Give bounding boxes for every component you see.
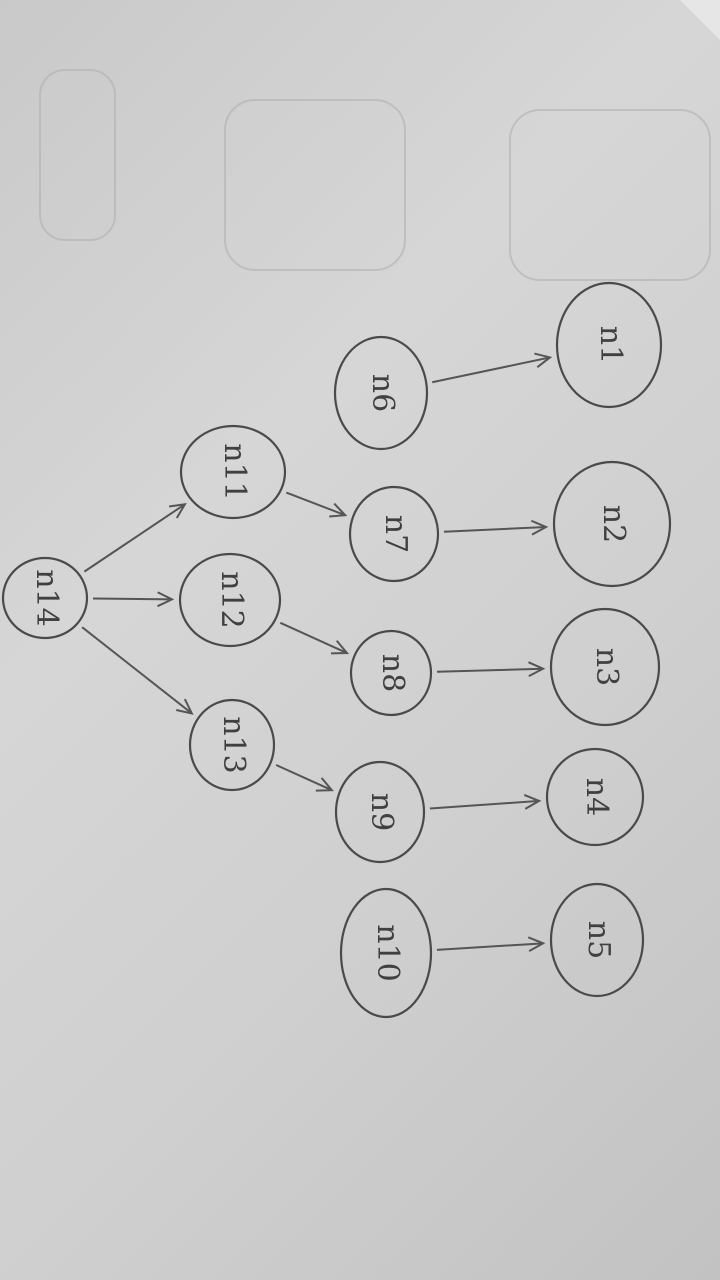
node-label: n9 — [364, 793, 399, 831]
arrowhead-icon — [534, 352, 553, 368]
node-n8: n8 — [349, 629, 433, 717]
node-n4: n4 — [545, 747, 645, 847]
node-n5: n5 — [549, 882, 645, 998]
node-label: n7 — [378, 515, 413, 553]
edge-line — [436, 942, 544, 951]
node-n14: n14 — [1, 556, 89, 640]
arrowhead-icon — [315, 777, 334, 792]
bleed-through-shape — [39, 69, 116, 241]
node-circle — [333, 335, 429, 451]
edge-line — [279, 621, 348, 654]
edge-n9-to-n4 — [429, 794, 542, 810]
node-label: n13 — [216, 716, 251, 774]
arrowhead-icon — [176, 698, 194, 715]
node-circle — [348, 485, 440, 583]
edge-n8-to-n3 — [436, 661, 546, 677]
node-label: n1 — [593, 326, 628, 364]
node-label: n12 — [214, 571, 249, 629]
edge-line — [275, 764, 333, 792]
arrowhead-icon — [528, 661, 546, 677]
node-label: n14 — [29, 569, 64, 627]
node-circle — [349, 629, 433, 717]
node-label: n8 — [375, 654, 410, 692]
arrowhead-icon — [329, 502, 348, 518]
node-n1: n1 — [555, 281, 663, 409]
arrowhead-icon — [527, 936, 546, 953]
edge-line — [81, 626, 193, 715]
node-label: n6 — [365, 374, 400, 412]
node-circle — [545, 747, 645, 847]
edge-line — [83, 503, 186, 573]
arrowhead-icon — [530, 519, 549, 536]
arrowhead-icon — [523, 794, 542, 810]
edge-line — [436, 667, 544, 673]
node-circle — [552, 460, 672, 588]
node-label: n11 — [217, 443, 252, 501]
edge-line — [431, 356, 551, 384]
node-circle — [549, 607, 661, 727]
edge-n12-to-n8 — [279, 621, 350, 655]
node-circle — [549, 882, 645, 998]
node-circle — [188, 698, 276, 792]
node-circle — [339, 887, 433, 1019]
node-label: n3 — [589, 648, 624, 686]
node-n12: n12 — [178, 552, 282, 648]
paper-corner — [680, 0, 720, 40]
node-n2: n2 — [552, 460, 672, 588]
edge-n7-to-n2 — [443, 519, 549, 536]
node-label: n5 — [581, 921, 616, 959]
bleed-through-shape — [509, 109, 711, 281]
node-n3: n3 — [549, 607, 661, 727]
edge-line — [92, 597, 173, 601]
node-circle — [179, 424, 287, 520]
edge-n6-to-n1 — [431, 352, 553, 384]
node-n6: n6 — [333, 335, 429, 451]
node-circle — [178, 552, 282, 648]
node-label: n2 — [596, 505, 631, 543]
node-circle — [334, 760, 426, 864]
node-circle — [555, 281, 663, 409]
edge-n14-to-n11 — [83, 502, 187, 573]
edge-n10-to-n5 — [436, 936, 546, 953]
arrowhead-icon — [168, 502, 187, 519]
edge-n14-to-n12 — [92, 591, 175, 608]
node-n11: n11 — [179, 424, 287, 520]
edge-line — [285, 491, 346, 517]
node-circle — [1, 556, 89, 640]
node-n9: n9 — [334, 760, 426, 864]
node-n13: n13 — [188, 698, 276, 792]
bleed-through-shape — [224, 99, 406, 271]
edge-line — [443, 526, 547, 533]
node-label: n4 — [579, 778, 614, 816]
edge-line — [429, 799, 540, 810]
node-n10: n10 — [339, 887, 433, 1019]
arrowhead-icon — [157, 591, 175, 608]
node-n7: n7 — [348, 485, 440, 583]
node-label: n10 — [370, 924, 405, 982]
edge-n13-to-n9 — [275, 764, 334, 792]
arrowhead-icon — [330, 640, 350, 655]
edge-n11-to-n7 — [285, 491, 348, 518]
edge-n14-to-n13 — [81, 626, 194, 715]
